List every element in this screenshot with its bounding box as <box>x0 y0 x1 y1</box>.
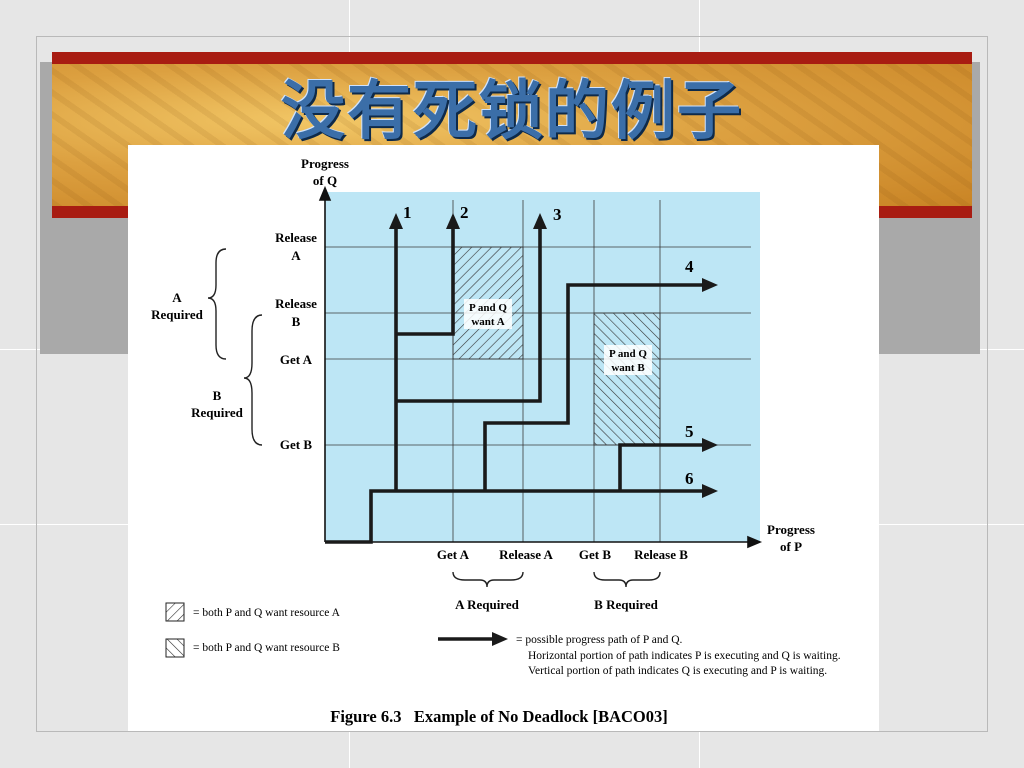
path-label-5: 5 <box>685 422 694 441</box>
y-axis-arrowhead <box>318 185 332 201</box>
svg-text:Progress: Progress <box>301 156 349 171</box>
path-5 <box>618 443 704 491</box>
path-label-3: 3 <box>553 205 562 224</box>
progress-paths <box>325 227 704 544</box>
y-tick-release-a: Release <box>275 230 317 245</box>
path-common-start <box>325 489 396 544</box>
figure-caption: Figure 6.3 Example of No Deadlock [BACO0… <box>330 707 667 726</box>
path-label-2: 2 <box>460 203 469 222</box>
slide-title: 没有死锁的例子 <box>281 75 743 149</box>
bottom-brace-a-label: A Required <box>455 597 519 612</box>
arrowhead-3 <box>533 213 547 229</box>
arrowhead-5 <box>702 438 718 452</box>
svg-text:B: B <box>292 314 301 329</box>
slide-frame <box>36 36 988 732</box>
path-2 <box>396 227 455 336</box>
legend-arrow-text-3: Vertical portion of path indicates Q is … <box>528 665 827 677</box>
path-label-1: 1 <box>403 203 412 222</box>
svg-text:A: A <box>291 248 301 263</box>
left-brace-labels: A Required B Required <box>151 290 244 420</box>
path-arrowheads <box>389 213 718 498</box>
path-label-4: 4 <box>685 257 694 276</box>
y-axis-title: Progress of Q <box>301 156 349 188</box>
arrowhead-1 <box>389 213 403 229</box>
brace-a-required <box>207 248 227 360</box>
arrowhead-2 <box>446 213 460 229</box>
path-4 <box>483 283 704 491</box>
x-axis-title: Progress of P <box>767 522 815 554</box>
bottom-braces <box>452 571 661 588</box>
svg-text:Progress: Progress <box>767 522 815 537</box>
y-tick-release-b: Release <box>275 296 317 311</box>
x-tick-release-b: Release B <box>634 547 688 562</box>
brace-b-required <box>243 314 263 446</box>
svg-text:of P: of P <box>780 539 802 554</box>
svg-text:want A: want A <box>471 316 504 328</box>
svg-text:Required: Required <box>151 307 204 322</box>
y-tick-get-a: Get A <box>280 352 313 367</box>
legend-hatch-b-text: = both P and Q want resource B <box>193 642 340 654</box>
legend-arrow-text-1: = possible progress path of P and Q. <box>516 634 683 646</box>
svg-text:P and Q: P and Q <box>469 302 507 314</box>
arrowhead-6 <box>702 484 718 498</box>
deadlock-diagram: P and Q want A P and Q want B 1 2 3 4 5 <box>151 156 841 726</box>
brace-a-label: A <box>172 290 182 305</box>
svg-text:Required: Required <box>191 405 244 420</box>
bottom-brace-a <box>452 571 524 588</box>
legend-hatch-b-swatch <box>165 638 185 658</box>
path-label-6: 6 <box>685 469 694 488</box>
figure-card: P and Q want A P and Q want B 1 2 3 4 5 <box>128 145 879 731</box>
path-3 <box>396 227 542 403</box>
bottom-brace-labels: A Required B Required <box>455 597 658 612</box>
path-labels: 1 2 3 4 5 6 <box>403 203 694 488</box>
x-tick-release-a: Release A <box>499 547 553 562</box>
y-tick-get-b: Get B <box>280 437 312 452</box>
bottom-brace-b <box>593 571 661 588</box>
x-tick-get-b: Get B <box>579 547 611 562</box>
axes <box>318 185 763 549</box>
region-want-b-label: P and Q want B <box>604 345 652 375</box>
bottom-brace-b-label: B Required <box>594 597 658 612</box>
region-want-b <box>593 312 661 446</box>
left-braces <box>207 248 263 446</box>
svg-text:P and Q: P and Q <box>609 348 647 360</box>
x-axis-arrowhead <box>747 535 763 549</box>
legend-hatch-a-swatch <box>165 602 185 622</box>
legend-arrowhead <box>492 632 508 646</box>
legend: = both P and Q want resource A = both P … <box>165 602 841 677</box>
svg-text:of Q: of Q <box>313 173 337 188</box>
y-tick-labels: Release A Release B Get A Get B <box>275 230 317 452</box>
svg-text:want B: want B <box>611 362 645 374</box>
legend-arrow-text-2: Horizontal portion of path indicates P i… <box>528 650 841 662</box>
legend-hatch-a-text: = both P and Q want resource A <box>193 607 341 619</box>
x-tick-get-a: Get A <box>437 547 470 562</box>
x-tick-labels: Get A Release A Get B Release B <box>437 547 688 562</box>
region-want-a-label: P and Q want A <box>464 299 512 329</box>
brace-b-label: B <box>213 388 222 403</box>
arrowhead-4 <box>702 278 718 292</box>
